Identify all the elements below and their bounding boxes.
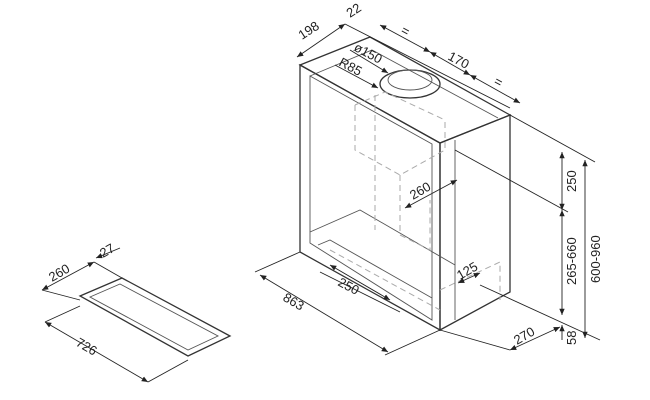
cutout-outline xyxy=(78,277,232,357)
hood-top-inner-edge xyxy=(309,49,499,119)
dim-r85: R85 xyxy=(337,54,365,78)
dim-equal-right: = xyxy=(492,73,506,90)
hood-side-face xyxy=(439,114,511,332)
outlet-collar xyxy=(379,69,441,99)
dim-cutout-27: 27 xyxy=(97,240,117,260)
dim-22: 22 xyxy=(343,0,363,20)
dim-equal-left: = xyxy=(399,22,413,39)
hood-dimensions: 198 22 = 170 = ø150 R85 260 250 265-660 … xyxy=(254,0,603,356)
hood-body xyxy=(298,36,512,332)
cutout-panel: 260 27 726 xyxy=(41,240,232,383)
hood-front-opening xyxy=(309,75,433,321)
dim-58: 58 xyxy=(564,331,579,345)
dim-260-inner: 260 xyxy=(407,179,433,203)
dim-600-960: 600-960 xyxy=(588,235,603,283)
dim-cutout-260: 260 xyxy=(46,261,72,285)
dim-cutout-726: 726 xyxy=(74,335,100,359)
dim-265-660: 265-660 xyxy=(564,237,579,285)
dim-250-height: 250 xyxy=(564,170,579,192)
dim-125: 125 xyxy=(454,259,480,283)
cutout-inner xyxy=(88,283,220,351)
dim-270: 270 xyxy=(511,324,537,348)
dim-170: 170 xyxy=(446,48,472,71)
hood-bottom-lip xyxy=(317,239,433,299)
dim-250-depth: 250 xyxy=(336,274,362,297)
dim-198: 198 xyxy=(295,18,321,42)
hood-bottom-shelf xyxy=(309,209,456,320)
dim-863: 863 xyxy=(281,290,307,314)
outlet-opening xyxy=(387,69,433,91)
